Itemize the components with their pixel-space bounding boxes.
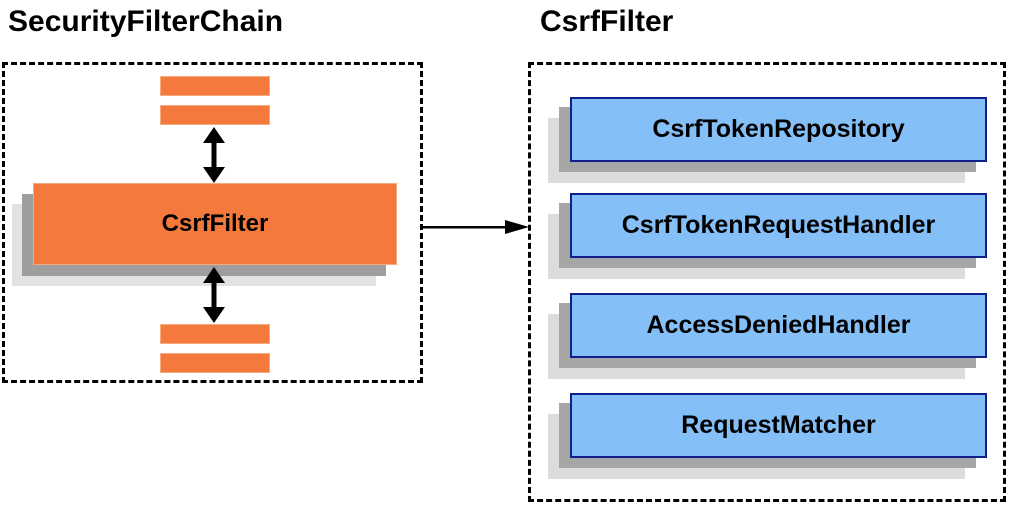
filter-chain-bar	[160, 324, 270, 344]
request-matcher-node: RequestMatcher	[570, 393, 987, 458]
csrf-filter-heading: CsrfFilter	[540, 5, 674, 38]
filter-chain-bar	[160, 353, 270, 373]
filter-chain-bar	[160, 105, 270, 125]
access-denied-handler-label: AccessDeniedHandler	[646, 311, 911, 339]
csrf-token-request-handler-node: CsrfTokenRequestHandler	[570, 193, 987, 258]
csrf-token-repository-label: CsrfTokenRepository	[652, 115, 905, 143]
csrf-filter-node: CsrfFilter	[33, 183, 397, 265]
flow-arrow-icon	[423, 219, 529, 235]
security-filter-chain-heading: SecurityFilterChain	[8, 5, 284, 38]
csrf-filter-box	[528, 62, 1006, 502]
bidirectional-arrow-icon	[201, 267, 227, 323]
csrf-filter-node-label: CsrfFilter	[161, 210, 269, 237]
csrf-token-repository-node: CsrfTokenRepository	[570, 97, 987, 162]
security-filter-chain-box	[2, 62, 423, 383]
bidirectional-arrow-icon	[201, 127, 227, 183]
access-denied-handler-node: AccessDeniedHandler	[570, 293, 987, 358]
request-matcher-label: RequestMatcher	[681, 411, 876, 439]
csrf-token-request-handler-label: CsrfTokenRequestHandler	[621, 211, 936, 239]
filter-chain-bar	[160, 76, 270, 96]
